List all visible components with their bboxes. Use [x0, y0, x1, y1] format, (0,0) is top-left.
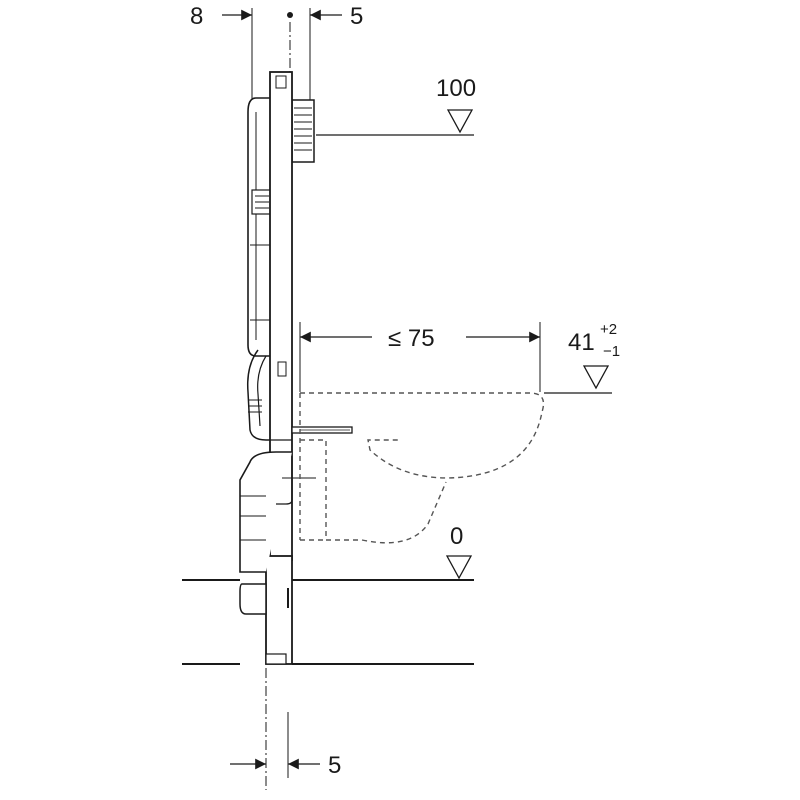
rim-height-marker: 41 +2 −1 [544, 321, 620, 394]
bottom-dimension-label: 5 [328, 752, 341, 779]
level-100-label: 100 [436, 75, 476, 102]
bottom-dimension: 5 [230, 668, 341, 790]
cistern [246, 97, 277, 441]
top-right-dimension: 5 [350, 3, 363, 30]
level-marker-100: 100 [316, 75, 476, 136]
level-triangle-icon [445, 555, 473, 580]
bowl-projection-label: ≤ 75 [388, 325, 435, 352]
top-dimension: 8 5 [190, 3, 363, 100]
floor-level-label: 0 [450, 523, 463, 550]
level-triangle-icon [582, 365, 610, 390]
installation-frame [265, 71, 293, 665]
floor-level-marker: 0 [445, 523, 473, 580]
level-triangle-icon [446, 109, 474, 134]
mounting-bolt [291, 426, 353, 434]
waste-pipe [239, 451, 316, 615]
rim-height-tol-minus: −1 [603, 343, 620, 360]
top-left-dimension: 8 [190, 3, 203, 30]
center-point-icon [287, 12, 293, 18]
flush-plate-mount [291, 99, 315, 163]
wc-bowl-outline [299, 392, 545, 544]
rim-height-value: 41 [568, 329, 595, 356]
rim-height-tol-plus: +2 [600, 321, 617, 338]
bowl-projection-dimension: ≤ 75 [299, 322, 541, 392]
